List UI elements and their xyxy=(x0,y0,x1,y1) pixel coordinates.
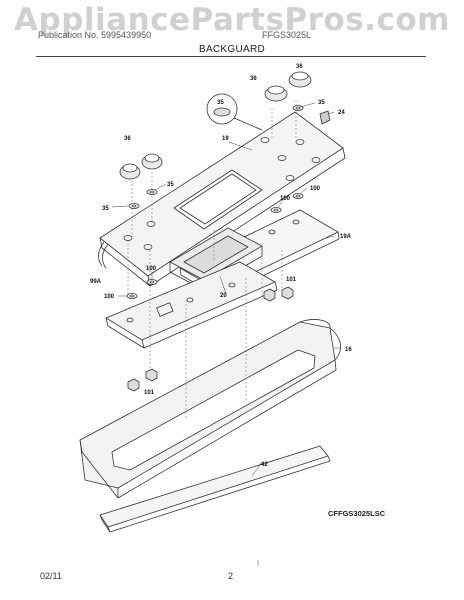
bottom-strip[interactable] xyxy=(99,445,331,533)
control-plate[interactable] xyxy=(105,261,278,349)
callout-101: 101 xyxy=(144,390,155,396)
section-title: BACKGUARD xyxy=(198,44,266,55)
callout-19a: 19A xyxy=(340,234,352,240)
model-number: FFGS3025L xyxy=(262,30,312,40)
callout-99a: 99A xyxy=(90,279,102,285)
callout-36: 36 xyxy=(124,136,131,142)
clip-icon[interactable] xyxy=(319,110,331,125)
callout-36: 36 xyxy=(250,76,257,82)
callout-35: 35 xyxy=(217,100,224,106)
publication-line: Publication No. 5995439950 xyxy=(38,30,152,40)
callout-16: 16 xyxy=(345,347,352,353)
callout-35: 35 xyxy=(167,182,174,188)
footer-date: 02/11 xyxy=(40,571,62,581)
backguard-panel[interactable] xyxy=(99,111,346,287)
lower-trim[interactable] xyxy=(79,319,341,499)
callout-20: 20 xyxy=(220,293,227,299)
footer-page-number: 2 xyxy=(228,571,234,581)
callout-100: 100 xyxy=(280,196,291,202)
callout-100: 100 xyxy=(104,294,115,300)
header-rule xyxy=(36,56,426,57)
callout-100: 100 xyxy=(310,186,321,192)
washer-icon[interactable] xyxy=(126,105,304,299)
callout-101: 101 xyxy=(286,277,297,283)
knob-icon[interactable] xyxy=(141,153,163,170)
callout-42: 42 xyxy=(261,462,268,468)
knob-icon[interactable] xyxy=(119,163,141,180)
wire-harness[interactable] xyxy=(98,241,109,269)
callout-labels: 36 36 36 35 35 35 35 24 19 19A 100 100 1… xyxy=(90,64,352,468)
callout-35: 35 xyxy=(102,206,109,212)
callout-100: 100 xyxy=(146,266,157,272)
callout-36: 36 xyxy=(296,64,303,70)
callout-35: 35 xyxy=(318,100,325,106)
callout-24: 24 xyxy=(338,110,345,116)
detail-circle xyxy=(206,93,263,131)
knob-icon[interactable] xyxy=(264,85,288,102)
diagram-code: CFFGS3025LSC xyxy=(328,509,386,518)
knob-icon[interactable] xyxy=(288,71,312,88)
callout-19: 19 xyxy=(222,136,229,142)
nut-icon[interactable] xyxy=(127,286,294,392)
